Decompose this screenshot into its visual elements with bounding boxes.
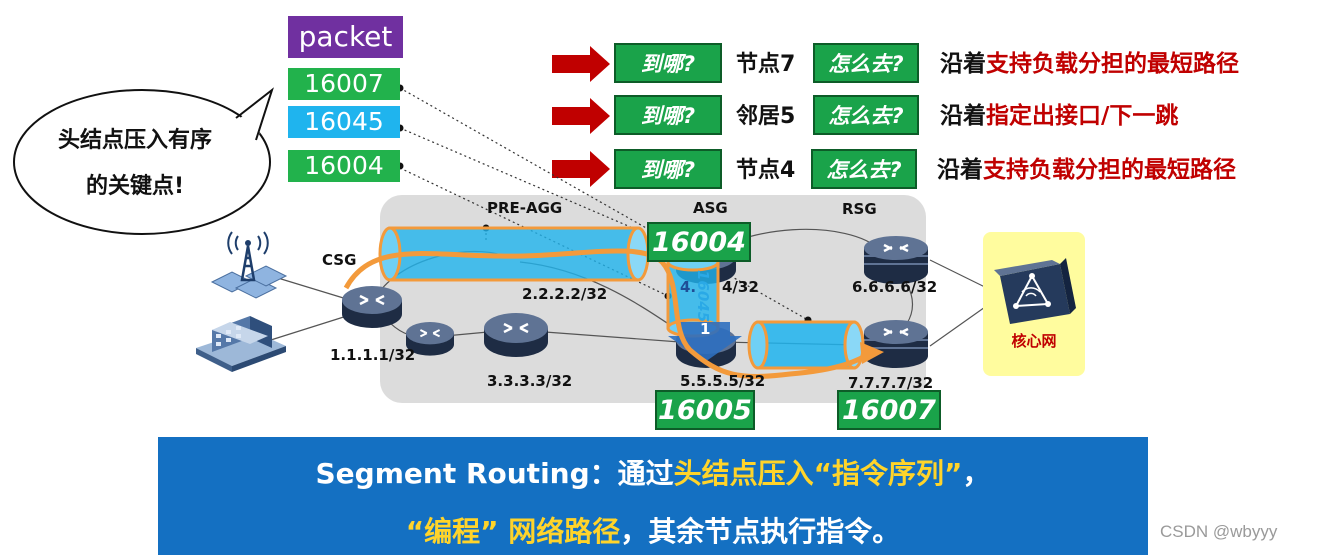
overlay-ten: 1 bbox=[700, 320, 711, 338]
where-box: 到哪? bbox=[614, 95, 722, 135]
ip-node-5: 5.5.5.5/32 bbox=[680, 372, 766, 390]
how-box: 怎么去? bbox=[813, 95, 919, 135]
router-icon bbox=[406, 322, 454, 356]
desc-prefix: 沿着 bbox=[940, 103, 986, 129]
tunnel-5-to-7 bbox=[747, 320, 865, 370]
ip-node-6: 6.6.6.6/32 bbox=[852, 278, 938, 296]
banner-text-a: Segment Routing：通过 bbox=[315, 457, 674, 490]
ip-node-7: 7.7.7.7/32 bbox=[848, 374, 934, 392]
speech-bubble-text: 头结点压入有序 的关键点! bbox=[40, 118, 230, 210]
where-box: 到哪? bbox=[614, 43, 722, 83]
summary-banner bbox=[158, 437, 1148, 555]
bubble-line-1: 头结点压入有序 bbox=[57, 128, 212, 153]
banner-text-c: ， bbox=[962, 457, 991, 490]
ip-node-2: 2.2.2.2/32 bbox=[522, 285, 608, 303]
red-arrow-icon bbox=[552, 46, 610, 82]
asg-label: ASG bbox=[693, 199, 728, 217]
how-box: 怎么去? bbox=[811, 149, 917, 189]
csg-label: CSG bbox=[322, 251, 357, 269]
instruction-desc: 沿着指定出接口/下一跳 bbox=[940, 96, 1178, 136]
overlay-adj-sid: 16045 bbox=[694, 270, 712, 323]
sid-label-1: 16007 bbox=[288, 68, 400, 100]
core-network-icon-overlay bbox=[994, 258, 1076, 324]
cell-tower-icon bbox=[210, 231, 288, 299]
router-icon bbox=[484, 313, 548, 357]
instruction-target: 节点7 bbox=[736, 52, 796, 77]
overlay-four: 4. bbox=[680, 278, 697, 296]
desc-prefix: 沿着 bbox=[940, 51, 986, 77]
router-icon bbox=[342, 286, 402, 328]
watermark: CSDN @wbyyy bbox=[1160, 522, 1278, 541]
sid-box-node5: 16005 bbox=[655, 390, 755, 430]
bubble-line-2: 的关键点! bbox=[85, 174, 185, 199]
sid-box-asg: 16004 bbox=[647, 222, 751, 262]
ip-node-1: 1.1.1.1/32 bbox=[330, 346, 416, 364]
stacked-router-icon bbox=[864, 320, 928, 368]
forwarding-path-arrowhead-icon bbox=[860, 342, 884, 364]
desc-highlight: 支持负载分担的最短路径 bbox=[983, 157, 1236, 183]
red-arrow-icon bbox=[552, 151, 610, 187]
ip-node-3: 3.3.3.3/32 bbox=[487, 372, 573, 390]
banner-line-2: “编程” 网络路径，其余节点执行指令。 bbox=[158, 510, 1148, 550]
desc-highlight: 指定出接口/下一跳 bbox=[986, 103, 1179, 129]
core-network-label: 核心网 bbox=[1011, 332, 1057, 350]
desc-highlight: 支持负载分担的最短路径 bbox=[986, 51, 1239, 77]
banner-line-1: Segment Routing：通过头结点压入“指令序列”， bbox=[158, 452, 1148, 492]
packet-label: packet bbox=[288, 16, 403, 58]
stacked-router-icon bbox=[864, 236, 928, 284]
instruction-desc: 沿着支持负载分担的最短路径 bbox=[940, 44, 1239, 84]
sid-box-node7: 16007 bbox=[837, 390, 941, 430]
instruction-target: 邻居5 bbox=[736, 104, 796, 129]
forwarding-path bbox=[343, 248, 874, 379]
how-box: 怎么去? bbox=[813, 43, 919, 83]
rsg-label: RSG bbox=[842, 200, 877, 218]
sid-label-2: 16045 bbox=[288, 106, 400, 138]
adjacency-arrow-icon bbox=[668, 322, 742, 362]
ip-node-4: 4/32 bbox=[722, 278, 759, 296]
desc-prefix: 沿着 bbox=[937, 157, 983, 183]
preagg-label: PRE-AGG bbox=[487, 199, 563, 217]
banner-highlight-2: “编程” 网络路径 bbox=[405, 515, 621, 548]
speech-bubble bbox=[13, 87, 274, 235]
where-box: 到哪? bbox=[614, 149, 722, 189]
banner-text-d: ，其余节点执行指令。 bbox=[620, 515, 901, 548]
red-arrow-icon bbox=[552, 98, 610, 134]
instruction-target: 节点4 bbox=[736, 158, 796, 183]
enterprise-building-icon bbox=[196, 316, 286, 372]
instruction-desc: 沿着支持负载分担的最短路径 bbox=[937, 150, 1236, 190]
sid-label-3: 16004 bbox=[288, 150, 400, 182]
banner-highlight-1: 头结点压入“指令序列” bbox=[673, 457, 963, 490]
